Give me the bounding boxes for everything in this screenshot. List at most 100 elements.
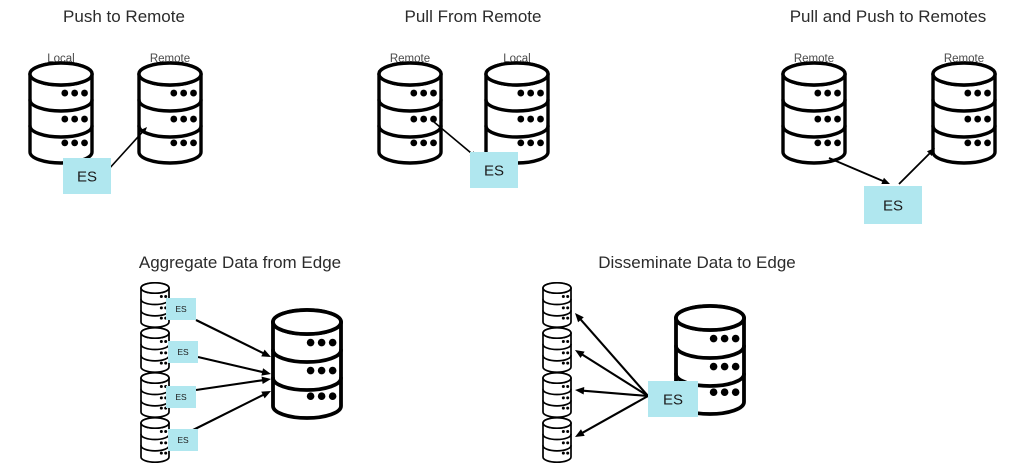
cylinder-dot: [410, 115, 418, 123]
edge-database-1: [140, 281, 170, 329]
cylinder-band-2: [140, 354, 170, 362]
cylinder-dot: [824, 115, 832, 123]
arrow-head: [261, 349, 271, 357]
cylinder-dot: [410, 139, 418, 147]
cylinder-dot: [180, 139, 188, 147]
panel-title: Aggregate Data from Edge: [139, 253, 341, 272]
arrow-es-to-remote-right: [898, 148, 935, 185]
es-service-3[interactable]: ES: [166, 386, 196, 408]
cylinder-top-outline: [140, 416, 170, 430]
cylinder-dot: [814, 115, 822, 123]
cylinder-dot: [164, 340, 168, 344]
cylinder-dot: [190, 139, 197, 147]
arrow-shaft: [581, 353, 649, 397]
arrow-es-to-edge-3: [575, 386, 649, 398]
cylinder-band-1: [542, 298, 572, 306]
cylinder-top-outline: [542, 371, 572, 385]
es-service-2-rect[interactable]: [168, 341, 198, 363]
cylinder-dot: [561, 340, 565, 344]
panel-title: Push to Remote: [63, 7, 185, 26]
es-service-rect[interactable]: [470, 152, 518, 188]
cylinder-dot: [709, 334, 718, 343]
edge-database-1: [542, 281, 572, 329]
cylinder-dot: [537, 139, 544, 147]
es-service-rect[interactable]: [648, 381, 698, 417]
cylinder-dot: [561, 451, 565, 455]
arrow-edge-4-to-central: [192, 391, 271, 431]
es-service-1-rect[interactable]: [166, 298, 196, 320]
cylinder-top-outline: [674, 304, 746, 332]
cylinder-band-1: [674, 344, 746, 360]
cylinder-dot: [159, 316, 163, 320]
cylinder-dot: [824, 89, 832, 97]
cylinder-dot: [420, 139, 428, 147]
local-database-label: Local: [47, 53, 75, 65]
arrow-edge-1-to-central: [195, 319, 271, 357]
cylinder-dot: [527, 115, 535, 123]
cylinder-band-1: [484, 98, 550, 113]
cylinder-top-outline: [931, 61, 997, 87]
cylinder-top-outline: [542, 326, 572, 340]
cylinder-dot: [159, 396, 163, 400]
cylinder-band-2: [542, 399, 572, 407]
cylinder-dot: [164, 361, 168, 365]
cylinder-dot: [566, 351, 570, 355]
es-service-rect[interactable]: [864, 186, 922, 224]
arrow-head: [140, 127, 147, 135]
es-service-2[interactable]: ES: [168, 341, 198, 363]
cylinder-dot: [420, 89, 428, 97]
cylinder-dot: [159, 306, 163, 310]
cylinder-dot: [720, 334, 729, 343]
cylinder-band-1: [140, 343, 170, 351]
cylinder-dot: [71, 115, 79, 123]
cylinder-dot: [527, 89, 535, 97]
cylinder-dot: [164, 441, 168, 445]
cylinder-dot: [561, 351, 565, 355]
cylinder-dot: [566, 396, 570, 400]
remote-database: [137, 61, 203, 165]
es-service-1[interactable]: ES: [166, 298, 196, 320]
cylinder-dot: [164, 430, 168, 434]
edge-database-2: [542, 326, 572, 374]
es-service[interactable]: ES: [63, 158, 111, 194]
es-service[interactable]: ES: [864, 186, 922, 224]
cylinder-dot: [317, 338, 326, 347]
cylinder-top-outline: [28, 61, 94, 87]
cylinder-dot: [430, 89, 437, 97]
es-service-4-rect[interactable]: [168, 429, 198, 451]
local-database-label: Local: [503, 53, 531, 65]
cylinder-band-2: [542, 354, 572, 362]
cylinder-dot: [561, 430, 565, 434]
cylinder-dot: [164, 351, 168, 355]
cylinder-dot: [517, 89, 525, 97]
arrow-head: [261, 368, 271, 376]
arrow-es-to-edge-4: [575, 395, 649, 437]
cylinder-band-1: [542, 343, 572, 351]
cylinder-dot: [61, 115, 69, 123]
cylinder-top-outline: [137, 61, 203, 87]
es-service-4[interactable]: ES: [168, 429, 198, 451]
cylinder-top-outline: [140, 281, 170, 295]
cylinder-top-outline: [542, 281, 572, 295]
cylinder-dot: [964, 139, 972, 147]
es-service-3-rect[interactable]: [166, 386, 196, 408]
cylinder-dot: [566, 430, 570, 434]
remote-database-right: [931, 61, 997, 165]
cylinder-band-2: [28, 124, 94, 139]
cylinder-dot: [814, 139, 822, 147]
es-service[interactable]: ES: [648, 381, 698, 417]
es-service-rect[interactable]: [63, 158, 111, 194]
cylinder-dot: [731, 388, 740, 397]
arrow-shaft: [192, 393, 265, 431]
cylinder-dot: [164, 451, 168, 455]
cylinder-dot: [81, 115, 88, 123]
arrow-head: [575, 429, 585, 437]
es-service[interactable]: ES: [470, 152, 518, 188]
cylinder-dot: [420, 115, 428, 123]
arrow-shaft: [107, 130, 144, 171]
cylinder-dot: [561, 316, 565, 320]
cylinder-band-1: [377, 98, 443, 113]
